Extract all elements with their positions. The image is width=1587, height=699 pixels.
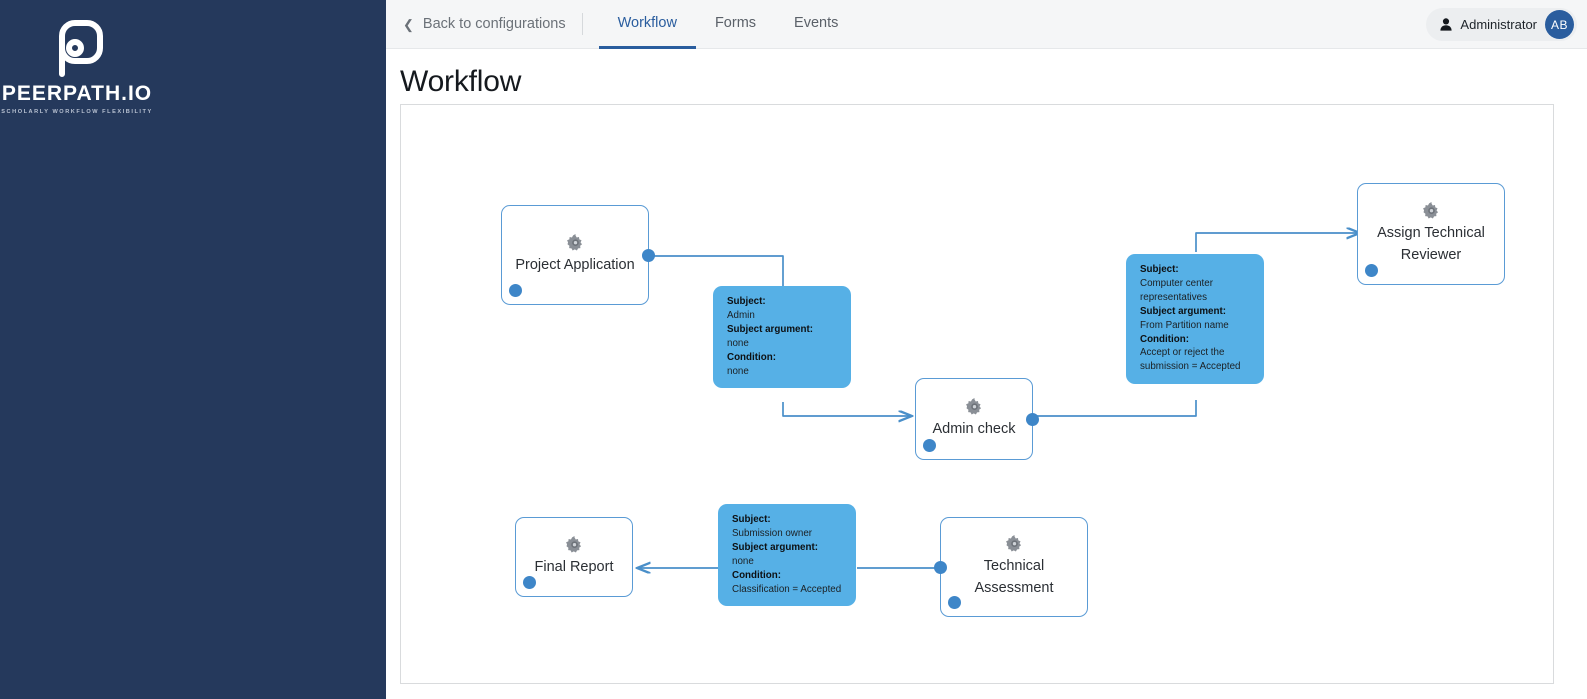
edge-label-condition-key: Condition: bbox=[732, 569, 781, 581]
node-port-bottom-left[interactable] bbox=[1365, 264, 1378, 277]
node-assign-technical-reviewer[interactable]: Assign Technical Reviewer bbox=[1357, 183, 1505, 285]
peerpath-p-logo-icon bbox=[59, 20, 103, 77]
brand-name: PEERPATH.IO bbox=[1, 82, 153, 105]
edge-label-subject-key: Subject: bbox=[732, 514, 771, 525]
back-to-configurations-link[interactable]: ❮ Back to configurations bbox=[403, 0, 566, 49]
edge-label-subject-key: Subject: bbox=[727, 296, 766, 307]
gear-icon bbox=[566, 233, 582, 251]
gear-icon bbox=[1422, 202, 1438, 219]
edge-label-subject-value: Submission owner bbox=[732, 527, 813, 539]
edge-label-condition-value: Classification = Accepted bbox=[732, 583, 842, 595]
tab-events-label: Events bbox=[794, 14, 839, 31]
node-admin-check-label: Admin check bbox=[932, 420, 1016, 437]
page-title: Workflow bbox=[400, 65, 522, 98]
node-port-bottom-left[interactable] bbox=[948, 596, 961, 609]
user-icon bbox=[1440, 18, 1453, 31]
edge-label-computer-center[interactable]: Subject: Computer center representatives… bbox=[1126, 254, 1264, 385]
node-admin-check[interactable]: Admin check bbox=[915, 378, 1039, 460]
main-area: ❮ Back to configurations Workflow Forms … bbox=[386, 0, 1587, 699]
workflow-canvas-inner: Project Application Assign Technical Rev… bbox=[401, 105, 1553, 683]
node-port-bottom-left[interactable] bbox=[523, 576, 536, 589]
gear-icon bbox=[965, 397, 981, 415]
brand-logo[interactable]: PEERPATH.IO SCHOLARLY WORKFLOW FLEXIBILI… bbox=[1, 18, 151, 115]
topbar-divider bbox=[581, 13, 583, 35]
user-name-label: Administrator bbox=[1460, 17, 1537, 32]
edge-label-argument-value: none bbox=[732, 555, 754, 567]
edge-label-argument-value: none bbox=[727, 337, 749, 349]
edge-label-admin[interactable]: Subject: Admin Subject argument: none Co… bbox=[713, 286, 851, 389]
node-port-bottom-left[interactable] bbox=[923, 439, 936, 452]
back-link-label: Back to configurations bbox=[422, 16, 566, 32]
gear-icon bbox=[1005, 535, 1021, 552]
node-technical-assessment-label: Technical Assessment bbox=[974, 558, 1054, 596]
edge-label-subject-value: Admin bbox=[727, 309, 755, 321]
workflow-canvas[interactable]: Project Application Assign Technical Rev… bbox=[400, 104, 1554, 684]
edge-label-condition-key: Condition: bbox=[1140, 333, 1189, 345]
topbar-tabs: Workflow Forms Events bbox=[598, 0, 858, 49]
node-port-left[interactable] bbox=[934, 560, 947, 574]
edge-label-condition-value: Accept or reject the submission = Accept… bbox=[1140, 347, 1241, 373]
node-technical-assessment[interactable]: Technical Assessment bbox=[934, 517, 1088, 617]
node-port-right[interactable] bbox=[1026, 412, 1039, 426]
avatar[interactable]: AB bbox=[1545, 10, 1574, 39]
edge-label-argument-key: Subject argument: bbox=[1140, 305, 1227, 317]
user-menu[interactable]: Administrator AB bbox=[1426, 8, 1577, 41]
sidebar: PEERPATH.IO SCHOLARLY WORKFLOW FLEXIBILI… bbox=[0, 0, 386, 699]
node-final-report[interactable]: Final Report bbox=[515, 517, 633, 597]
node-assign-technical-reviewer-label: Assign Technical Reviewer bbox=[1377, 225, 1485, 263]
edge-label-subject-key: Subject: bbox=[1140, 264, 1179, 275]
edge-label-condition-value: none bbox=[727, 365, 749, 377]
tab-forms[interactable]: Forms bbox=[696, 0, 775, 49]
topbar: ❮ Back to configurations Workflow Forms … bbox=[386, 0, 1587, 49]
node-project-application-label: Project Application bbox=[515, 256, 635, 273]
node-project-application[interactable]: Project Application bbox=[501, 205, 655, 305]
tab-workflow-label: Workflow bbox=[617, 14, 677, 31]
edge-label-argument-key: Subject argument: bbox=[727, 323, 814, 335]
gear-icon bbox=[565, 535, 581, 553]
chevron-left-icon: ❮ bbox=[403, 16, 414, 32]
node-port-right[interactable] bbox=[642, 248, 655, 262]
tab-forms-label: Forms bbox=[714, 14, 757, 31]
edge-label-submission-owner[interactable]: Subject: Submission owner Subject argume… bbox=[718, 504, 856, 607]
edge-label-argument-value: From Partition name bbox=[1140, 319, 1229, 331]
tab-workflow[interactable]: Workflow bbox=[598, 0, 696, 49]
edge-label-condition-key: Condition: bbox=[727, 351, 776, 363]
node-final-report-label: Final Report bbox=[534, 558, 614, 575]
node-port-bottom-left[interactable] bbox=[509, 284, 522, 297]
edge-label-subject-value: Computer center representatives bbox=[1140, 277, 1213, 303]
edge-label-argument-key: Subject argument: bbox=[732, 541, 819, 553]
tab-events[interactable]: Events bbox=[775, 0, 857, 49]
brand-tagline: SCHOLARLY WORKFLOW FLEXIBILITY bbox=[1, 109, 153, 115]
